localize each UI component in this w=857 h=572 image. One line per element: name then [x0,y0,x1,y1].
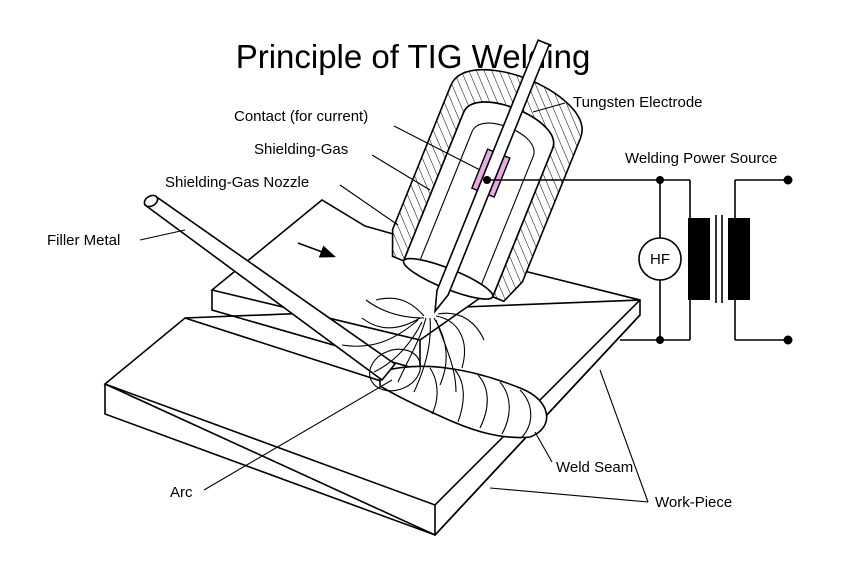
output-terminal-top [783,175,793,185]
transformer-secondary [728,218,750,300]
label-arc: Arc [170,484,193,501]
filler-metal-rod [143,194,397,382]
weld-seam-bead [379,365,548,439]
label-welding-power-source: Welding Power Source [625,150,777,167]
arc-flames [341,297,485,393]
power-circuit: HF [487,175,793,345]
output-terminal-bottom [783,335,793,345]
label-tungsten-electrode: Tungsten Electrode [573,94,703,111]
hf-generator [638,237,682,281]
label-work-piece: Work-Piece [655,494,732,511]
travel-direction-arrow [297,242,336,258]
label-weld-seam: Weld Seam [556,459,633,476]
label-shielding-gas: Shielding-Gas [254,141,348,158]
transformer-primary [688,218,710,300]
leader-lines [139,102,649,503]
label-contact: Contact (for current) [234,108,368,125]
torch-nozzle [391,39,583,314]
hf-label: HF [650,251,670,268]
label-shielding-gas-nozzle: Shielding-Gas Nozzle [165,174,309,191]
label-filler-metal: Filler Metal [47,232,120,249]
arc-zone [369,348,421,392]
